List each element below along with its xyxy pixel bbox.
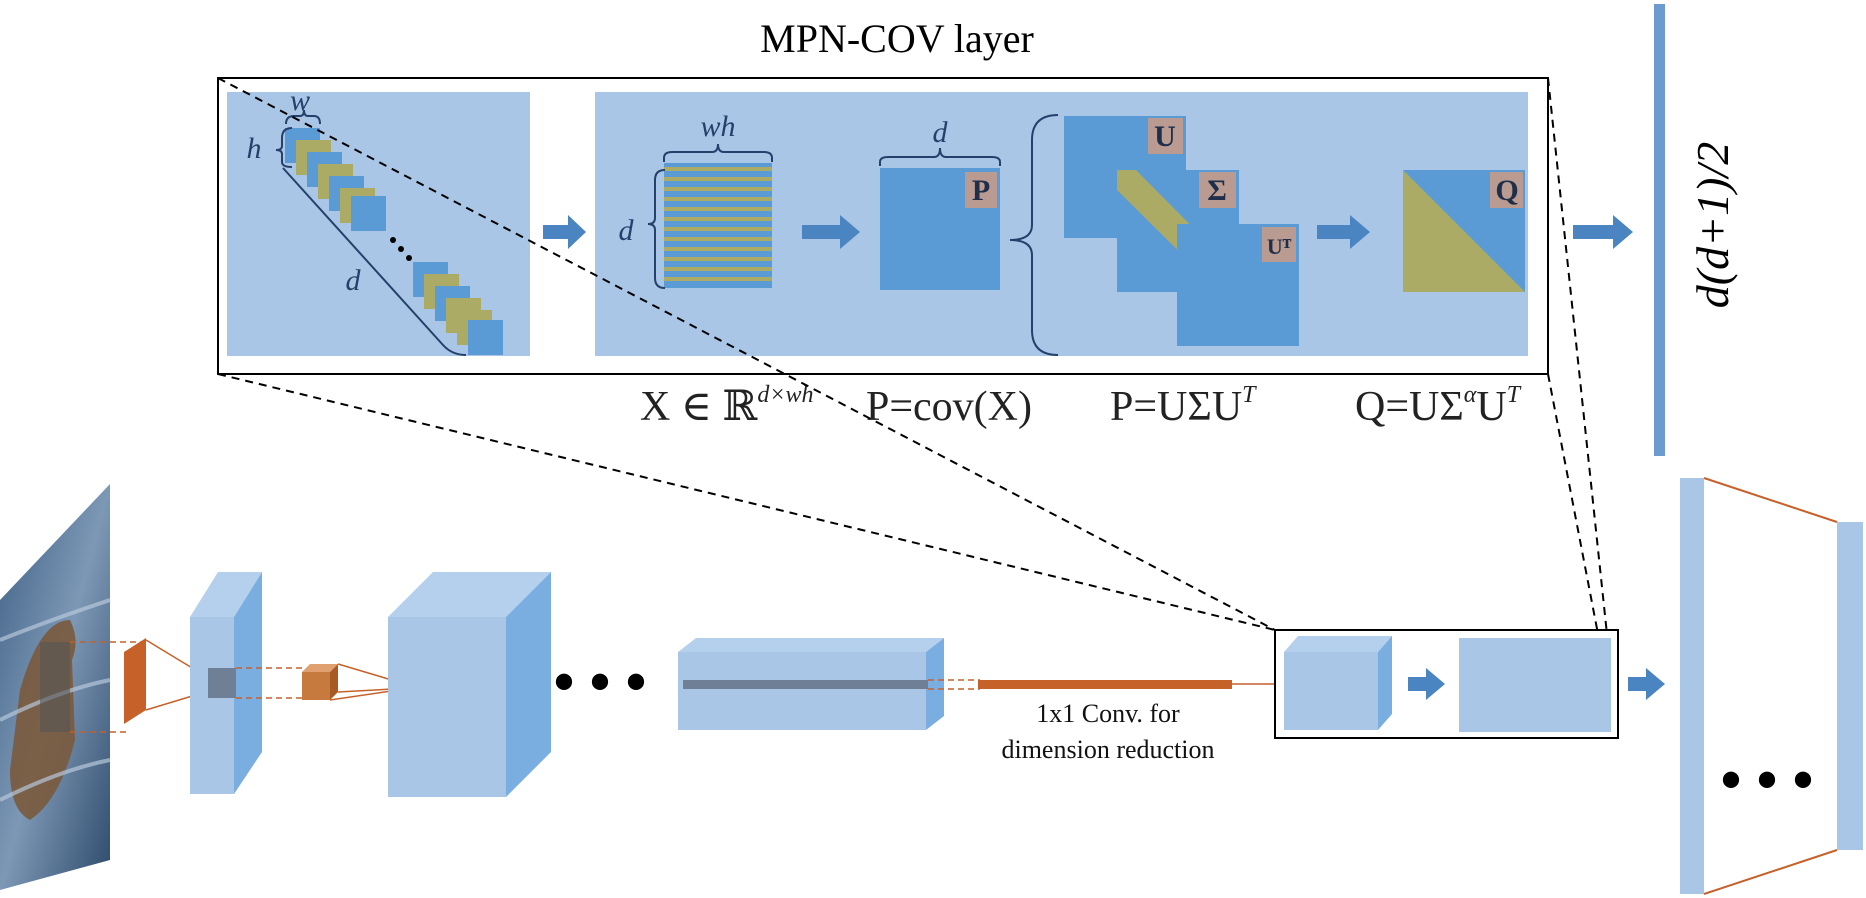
q-tag-bg bbox=[1490, 172, 1523, 208]
u-tag: U bbox=[1154, 120, 1176, 153]
feature-block-3 bbox=[678, 638, 944, 730]
d-label-p: d bbox=[933, 116, 949, 149]
d-label-x: d bbox=[619, 214, 635, 247]
sigma-tag-bg bbox=[1199, 172, 1236, 208]
conv-note-line1: 1x1 Conv. for bbox=[1036, 699, 1180, 728]
u-tag-bg bbox=[1148, 118, 1183, 154]
fc-ellipsis: • • • bbox=[1720, 747, 1813, 813]
p-tag: P bbox=[972, 174, 990, 207]
reduction-dashed bbox=[928, 679, 980, 690]
mini-arrow bbox=[1408, 668, 1445, 700]
q-lower-triangle bbox=[1403, 170, 1525, 292]
h-label: h bbox=[247, 132, 262, 165]
conv-note-line2: dimension reduction bbox=[1001, 735, 1214, 764]
arrow-to-fc bbox=[1628, 668, 1665, 700]
layer-title: MPN-COV layer bbox=[760, 16, 1034, 61]
mini-feature-cube bbox=[1284, 636, 1392, 730]
d-brace-x bbox=[647, 169, 666, 289]
formula-x: X ∈ ℝd×wh bbox=[640, 382, 814, 430]
receptive-field-lines-1 bbox=[70, 641, 145, 733]
stack-dots bbox=[390, 237, 412, 261]
w-brace bbox=[285, 109, 321, 125]
conv-1x1-bar bbox=[978, 680, 1232, 689]
w-label: w bbox=[290, 84, 310, 117]
arrow-x-to-p bbox=[802, 215, 860, 249]
output-dim-label: d(d+1)/2 bbox=[1687, 142, 1738, 308]
h-brace bbox=[275, 127, 293, 168]
feature-block-1 bbox=[190, 572, 262, 794]
p-tag-bg bbox=[965, 172, 997, 208]
d-brace bbox=[282, 167, 467, 356]
fc-layer bbox=[1680, 477, 1863, 895]
formula-q: Q=UΣαUT bbox=[1355, 382, 1522, 430]
formula-p-eig: P=UΣUT bbox=[1110, 382, 1257, 430]
q-tag: Q bbox=[1495, 174, 1518, 207]
feature-map-stack bbox=[285, 128, 503, 355]
wh-label: wh bbox=[700, 110, 735, 143]
ut-tag-bg bbox=[1262, 227, 1296, 262]
ut-tag: Uᵀ bbox=[1267, 234, 1292, 259]
formula-p-cov: P=cov(X) bbox=[866, 384, 1032, 430]
sigma-tag: Σ bbox=[1207, 174, 1227, 207]
feature-block-2 bbox=[388, 572, 551, 797]
wh-brace bbox=[663, 143, 773, 162]
x-matrix bbox=[664, 163, 772, 288]
conv-kernel-2 bbox=[302, 664, 338, 700]
layer-ellipsis: • • • bbox=[553, 649, 646, 715]
d-brace-p bbox=[879, 147, 1001, 166]
arrow-q-to-vector bbox=[1573, 215, 1633, 249]
receptive-field-lines-2 bbox=[236, 667, 302, 699]
output-vector-bar bbox=[1654, 4, 1665, 456]
conv-kernel-1 bbox=[124, 638, 146, 724]
d-label-diagonal: d bbox=[346, 264, 362, 297]
arrow-features-to-matrix bbox=[543, 215, 586, 249]
eig-brace bbox=[1009, 114, 1059, 356]
mini-output-rect bbox=[1459, 638, 1611, 732]
input-image bbox=[0, 484, 111, 890]
arrow-eig-to-q bbox=[1317, 215, 1370, 249]
